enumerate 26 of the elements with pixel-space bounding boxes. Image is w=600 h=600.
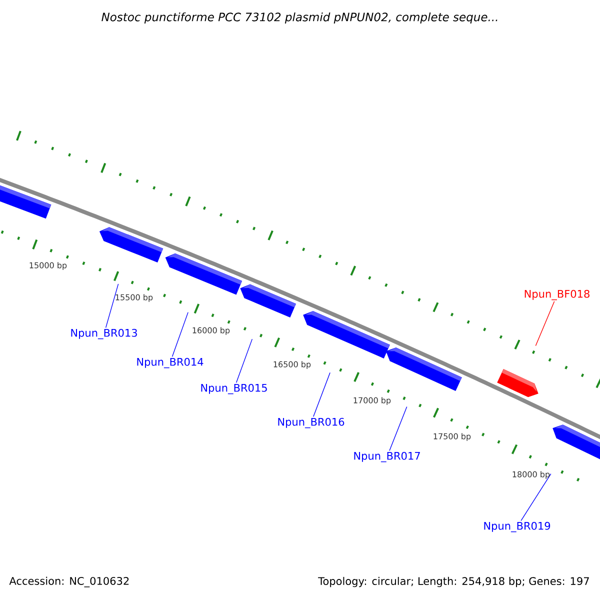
gene-feature — [303, 311, 390, 358]
gene-label: Npun_BR017 — [354, 452, 420, 462]
gene-label: Npun_BR019 — [484, 522, 550, 532]
footer-text: Topology: circular; Length: 254,918 bp; Genes: 197 — [318, 576, 589, 588]
footer-text: Accession: NC_010632 — [9, 576, 129, 588]
gene-feature — [0, 182, 52, 219]
gene-label: Npun_BR014 — [137, 358, 204, 368]
scale-label: 15000 bp — [30, 262, 67, 270]
leader-line — [389, 406, 408, 452]
leader-line — [172, 312, 188, 358]
leader-line — [105, 284, 119, 328]
gene-label: Npun_BF018 — [524, 290, 590, 300]
gene-label: Npun_BR016 — [278, 418, 344, 428]
gene-feature — [165, 253, 242, 295]
gene-label: Npun_BR015 — [201, 384, 267, 394]
gene-label: Npun_BR013 — [71, 328, 137, 340]
gene-feature — [240, 284, 296, 318]
leader-line — [236, 338, 253, 384]
gene-feature — [386, 347, 462, 391]
leader-line — [313, 372, 330, 418]
gene-feature — [99, 227, 164, 262]
gene-feature — [497, 369, 538, 398]
title: Nostoc punctiforme PCC 73102 plasmid pNPUN02, complete seque... — [102, 12, 498, 24]
scale-label: 17500 bp — [434, 433, 471, 441]
leader-line — [520, 473, 552, 522]
leader-line — [535, 300, 555, 346]
